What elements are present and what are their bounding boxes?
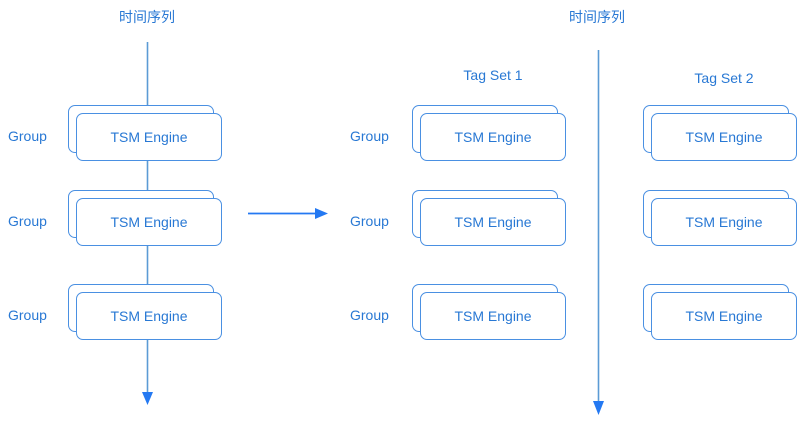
- group-label: Group: [350, 307, 389, 323]
- tsm-engine-box: TSM Engine: [76, 198, 222, 246]
- tsm-engine-box: TSM Engine: [76, 292, 222, 340]
- tsm-engine-stack: TSM Engine: [412, 105, 566, 161]
- time-series-label-right: 时间序列: [569, 9, 625, 25]
- group-label: Group: [8, 307, 47, 323]
- tsm-engine-box: TSM Engine: [76, 113, 222, 161]
- tsm-engine-box: TSM Engine: [420, 292, 566, 340]
- tsm-engine-stack: TSM Engine: [412, 284, 566, 340]
- tag-set-2-header: Tag Set 2: [694, 70, 754, 86]
- group-label: Group: [8, 213, 47, 229]
- tag-set-1-header: Tag Set 1: [463, 67, 523, 83]
- tsm-engine-stack: TSM Engine: [68, 105, 222, 161]
- tsm-engine-stack: TSM Engine: [68, 284, 222, 340]
- tsm-engine-stack: TSM Engine: [643, 190, 797, 246]
- tsm-engine-stack: TSM Engine: [643, 105, 797, 161]
- right-arrow: [248, 208, 328, 219]
- tsm-engine-box: TSM Engine: [651, 198, 797, 246]
- tsm-engine-box: TSM Engine: [420, 113, 566, 161]
- tsm-engine-box: TSM Engine: [651, 113, 797, 161]
- tsm-engine-box: TSM Engine: [420, 198, 566, 246]
- group-label: Group: [350, 213, 389, 229]
- tsm-engine-stack: TSM Engine: [643, 284, 797, 340]
- tsm-engine-box: TSM Engine: [651, 292, 797, 340]
- tsm-engine-stack: TSM Engine: [68, 190, 222, 246]
- tsm-engine-stack: TSM Engine: [412, 190, 566, 246]
- down-arrow-right: [593, 50, 604, 415]
- time-series-label-left: 时间序列: [119, 9, 175, 25]
- group-label: Group: [350, 128, 389, 144]
- group-label: Group: [8, 128, 47, 144]
